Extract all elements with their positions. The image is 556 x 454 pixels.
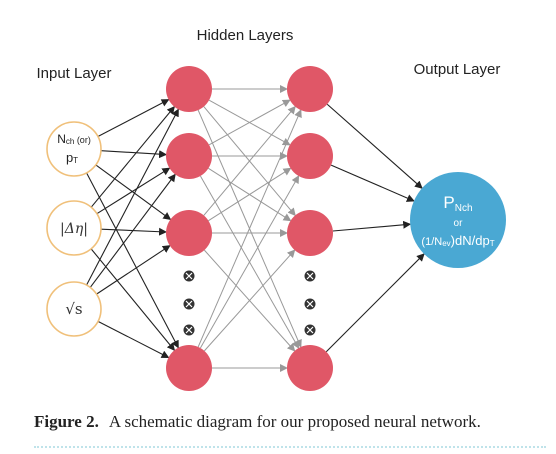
input-1-or: (or) [74, 135, 91, 145]
edge-hidden2-1-output [326, 103, 423, 189]
input-1-n: N [57, 132, 66, 146]
output-p: P [443, 193, 454, 212]
svg-text:(1/Nev)dN/dpT: (1/Nev)dN/dpT [421, 233, 494, 248]
hidden-2-node-4 [287, 345, 333, 391]
input-1-p-sub: T [73, 156, 78, 165]
edge-hidden1-4-hidden2-3 [203, 249, 296, 352]
hidden-2-node-2 [287, 133, 333, 179]
edge-input-3-hidden1-2 [89, 173, 176, 288]
edge-input-1-hidden1-4 [86, 172, 179, 349]
output-frac-sub: ev [442, 239, 450, 248]
input-node-1: Nch (or) pT [46, 121, 102, 177]
input-2-label: |Δη| [60, 221, 88, 237]
input-node-3: √s [46, 281, 102, 337]
input-1-p: p [66, 150, 73, 165]
edge-hidden2-3-output [332, 220, 412, 232]
caption-label: Figure 2. [34, 412, 99, 431]
output-frac-post: )dN/dp [451, 233, 490, 248]
hidden-1-node-2 [166, 133, 212, 179]
edge-input-2-hidden1-2 [96, 167, 171, 215]
hidden-layers-title: Hidden Layers [197, 27, 294, 44]
edge-input-1-hidden1-1 [97, 99, 170, 137]
svg-text:PNch: PNch [443, 193, 472, 214]
output-frac-pre: (1/N [421, 236, 442, 248]
hidden-1-node-3 [166, 210, 212, 256]
svg-text:pT: pT [66, 150, 78, 165]
input-1-n-sub: ch [66, 137, 74, 146]
edge-input-1-hidden1-3 [95, 164, 172, 221]
svg-text:Nch (or): Nch (or) [57, 132, 91, 146]
edge-hidden2-2-output [330, 164, 415, 202]
edge-input-3-hidden1-1 [86, 108, 179, 286]
edge-hidden1-4-hidden2-1 [197, 109, 302, 348]
ellipsis-layer-1 [183, 270, 195, 336]
divider [34, 446, 546, 448]
input-node-2: |Δη| [46, 200, 102, 256]
edge-input-3-hidden1-4 [97, 320, 170, 358]
hidden-2-node-1 [287, 66, 333, 112]
ellipsis-layer-2 [304, 270, 316, 336]
output-node: PNch or (1/Nev)dN/dpT [410, 172, 506, 268]
output-or: or [454, 218, 464, 229]
edge-hidden1-4-hidden2-2 [199, 175, 300, 349]
output-p-sub: Nch [455, 203, 473, 214]
figure-caption: Figure 2. A schematic diagram for our pro… [34, 412, 544, 432]
hidden-1-node-1 [166, 66, 212, 112]
caption-text: A schematic diagram for our proposed neu… [108, 412, 481, 431]
edge-hidden1-3-hidden2-1 [203, 105, 296, 216]
output-frac-sub2: T [490, 239, 495, 248]
edge-input-2-hidden1-4 [90, 248, 176, 352]
edge-hidden2-4-output [325, 253, 425, 353]
edge-input-2-hidden1-1 [90, 105, 175, 208]
hidden-1-node-4 [166, 345, 212, 391]
input-3-label: √s [65, 300, 82, 318]
output-layer-title: Output Layer [414, 61, 501, 78]
edge-hidden1-3-hidden2-2 [208, 167, 292, 222]
edge-input-3-hidden1-3 [96, 245, 171, 295]
edges [86, 85, 425, 372]
input-layer-title: Input Layer [36, 65, 111, 82]
hidden-2-node-3 [287, 210, 333, 256]
edge-hidden1-2-hidden2-1 [208, 99, 291, 146]
